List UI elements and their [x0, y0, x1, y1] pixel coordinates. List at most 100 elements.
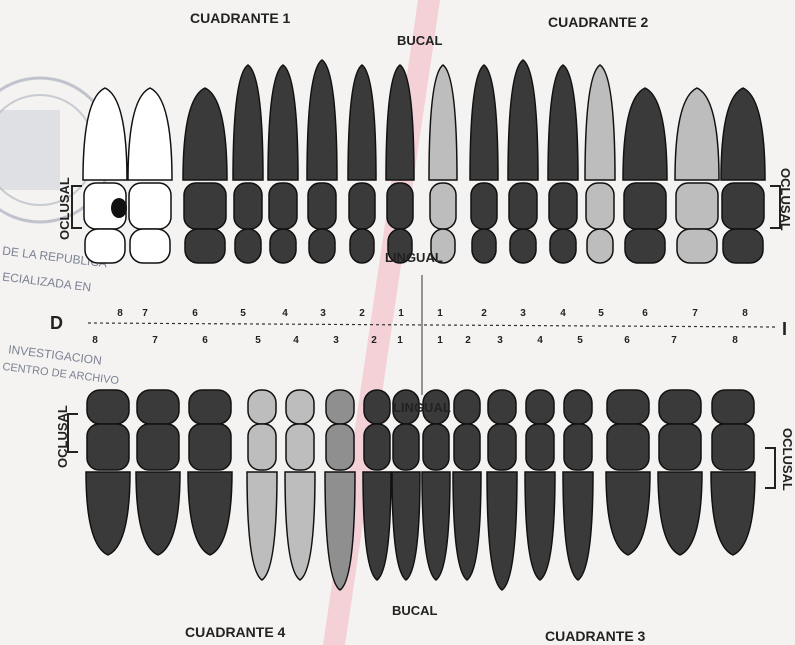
upper-tooth-occlusal-view — [430, 183, 456, 229]
upper-tooth-occlusal-view — [308, 183, 336, 229]
lower-tooth-lingual-view — [189, 390, 231, 424]
lower-tooth — [392, 390, 420, 580]
bucal-bottom-label: BUCAL — [392, 603, 438, 618]
tooth-number-upper: 1 — [398, 308, 404, 319]
upper-tooth-lingual-view — [309, 229, 335, 263]
caries-mark — [111, 198, 127, 218]
lower-tooth-buccal-view — [606, 472, 650, 555]
lower-tooth — [285, 390, 315, 580]
quadrant-1-label: CUADRANTE 1 — [190, 10, 290, 26]
tooth-number-lower: 1 — [397, 335, 403, 346]
upper-tooth-occlusal-view — [722, 183, 764, 229]
upper-tooth — [83, 88, 127, 263]
upper-tooth-occlusal-view — [586, 183, 614, 229]
lower-tooth — [363, 390, 391, 580]
oclusal-upper-left-label: OCLUSAL — [57, 177, 72, 240]
lower-tooth-buccal-view — [525, 472, 555, 580]
right-side-label: D — [50, 313, 63, 334]
lower-tooth — [86, 390, 130, 555]
tooth-number-lower: 4 — [293, 335, 299, 346]
quadrant-4-label: CUADRANTE 4 — [185, 624, 285, 640]
lower-tooth-occlusal-view — [137, 424, 179, 470]
tooth-number-upper: 7 — [142, 308, 148, 319]
tooth-number-lower: 5 — [255, 335, 261, 346]
lower-tooth-occlusal-view — [423, 424, 449, 470]
bucal-top-label: BUCAL — [397, 33, 443, 48]
tooth-number-upper: 5 — [240, 308, 246, 319]
lower-tooth-buccal-view — [136, 472, 180, 555]
upper-tooth — [429, 65, 457, 263]
lower-tooth-buccal-view — [711, 472, 755, 555]
upper-tooth-lingual-view — [625, 229, 665, 263]
upper-tooth — [386, 65, 414, 263]
tooth-number-upper: 7 — [692, 308, 698, 319]
upper-tooth — [128, 88, 172, 263]
upper-tooth-lingual-view — [677, 229, 717, 263]
upper-tooth-occlusal-view — [676, 183, 718, 229]
lower-tooth — [136, 390, 180, 555]
lower-tooth-occlusal-view — [488, 424, 516, 470]
lower-tooth — [188, 390, 232, 555]
lower-tooth — [525, 390, 555, 580]
upper-tooth — [268, 65, 298, 263]
upper-tooth-buccal-view — [585, 65, 615, 180]
tooth-number-upper: 5 — [598, 308, 604, 319]
oclusal-lower-left-label: OCLUSAL — [55, 405, 70, 468]
upper-tooth-lingual-view — [350, 229, 374, 263]
tooth-number-upper: 1 — [437, 308, 443, 319]
upper-tooth-buccal-view — [470, 65, 498, 180]
lower-tooth-lingual-view — [526, 390, 554, 424]
quadrant-3-label: CUADRANTE 3 — [545, 628, 645, 644]
upper-tooth — [548, 65, 578, 263]
tooth-number-upper: 2 — [481, 308, 487, 319]
upper-tooth-lingual-view — [510, 229, 536, 263]
lower-tooth-occlusal-view — [393, 424, 419, 470]
tooth-number-upper: 2 — [359, 308, 365, 319]
upper-tooth — [721, 88, 765, 263]
lower-tooth-occlusal-view — [607, 424, 649, 470]
lower-tooth — [422, 390, 450, 580]
upper-tooth-lingual-view — [235, 229, 261, 263]
upper-tooth-occlusal-view — [624, 183, 666, 229]
upper-tooth-buccal-view — [307, 60, 337, 180]
tooth-number-upper: 8 — [117, 308, 123, 319]
upper-tooth-occlusal-view — [549, 183, 577, 229]
tooth-number-upper: 3 — [320, 308, 326, 319]
lower-tooth-occlusal-view — [526, 424, 554, 470]
lower-tooth-occlusal-view — [364, 424, 390, 470]
upper-tooth-occlusal-view — [349, 183, 375, 229]
upper-tooth-lingual-view — [723, 229, 763, 263]
lower-tooth-occlusal-view — [659, 424, 701, 470]
tooth-number-lower: 3 — [333, 335, 339, 346]
lower-tooth-lingual-view — [286, 390, 314, 424]
upper-tooth — [508, 60, 538, 263]
oclusal-lower-right-label: OCLUSAL — [780, 428, 795, 491]
lower-tooth-occlusal-view — [248, 424, 276, 470]
upper-tooth-buccal-view — [675, 88, 719, 180]
lower-tooth-occlusal-view — [454, 424, 480, 470]
tooth-number-upper: 6 — [642, 308, 648, 319]
lower-tooth-lingual-view — [248, 390, 276, 424]
upper-tooth-occlusal-view — [269, 183, 297, 229]
lower-tooth-buccal-view — [658, 472, 702, 555]
upper-tooth-buccal-view — [623, 88, 667, 180]
tooth-number-lower: 7 — [671, 335, 677, 346]
quadrant-2-label: CUADRANTE 2 — [548, 14, 648, 30]
upper-tooth-buccal-view — [183, 88, 227, 180]
lower-tooth — [658, 390, 702, 555]
lower-tooth-occlusal-view — [712, 424, 754, 470]
upper-tooth-buccal-view — [548, 65, 578, 180]
midline-horizontal — [88, 323, 775, 327]
oclusal-bracket-upper-left — [72, 186, 82, 228]
upper-tooth-lingual-view — [130, 229, 170, 263]
upper-tooth — [307, 60, 337, 263]
tooth-number-lower: 6 — [202, 335, 208, 346]
tooth-number-lower: 5 — [577, 335, 583, 346]
tooth-number-lower: 8 — [92, 335, 98, 346]
oclusal-upper-right-label: OCLUSAL — [778, 168, 793, 231]
lower-tooth-lingual-view — [659, 390, 701, 424]
lower-tooth — [247, 390, 277, 580]
lower-tooth-lingual-view — [364, 390, 390, 424]
lower-tooth — [325, 390, 355, 590]
tooth-number-upper: 8 — [742, 308, 748, 319]
